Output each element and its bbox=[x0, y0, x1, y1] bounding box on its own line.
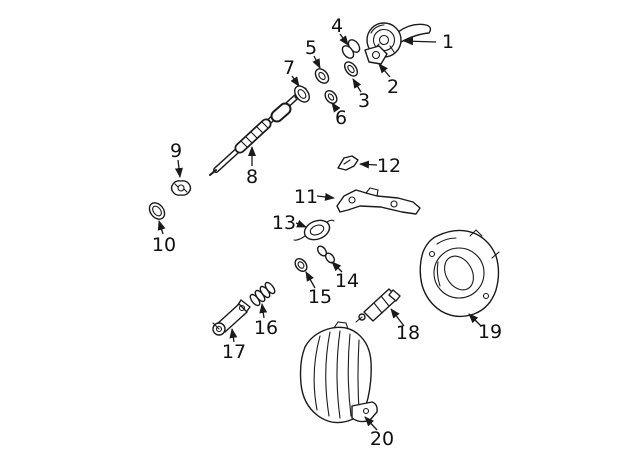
leader-15 bbox=[305, 271, 316, 289]
part-6-ring-shape bbox=[324, 89, 338, 105]
part-9-grommet-shape bbox=[170, 180, 192, 196]
part-13-coil-shape bbox=[293, 219, 335, 241]
part-label-4: 4 bbox=[331, 15, 343, 37]
part-label-3: 3 bbox=[358, 90, 370, 112]
part-7-washer-shape bbox=[294, 85, 310, 103]
leader-3 bbox=[352, 78, 362, 93]
leader-9 bbox=[174, 159, 183, 178]
part-label-8: 8 bbox=[246, 166, 258, 188]
part-label-7: 7 bbox=[283, 57, 295, 79]
part-11-bracket-shape bbox=[336, 187, 421, 215]
leader-10 bbox=[157, 220, 166, 235]
leader-17 bbox=[229, 328, 238, 343]
part-15-ring-shape bbox=[294, 257, 308, 273]
part-label-20: 20 bbox=[370, 428, 394, 450]
part-20-shroud-shape bbox=[299, 321, 378, 424]
part-label-12: 12 bbox=[377, 155, 401, 177]
part-17-ujoint-shape bbox=[212, 299, 251, 336]
part-label-5: 5 bbox=[305, 37, 317, 59]
part-label-1: 1 bbox=[442, 31, 454, 53]
part-19-backing-plate-shape bbox=[419, 229, 500, 318]
part-label-17: 17 bbox=[222, 341, 246, 363]
part-3-bearing-shape bbox=[343, 61, 359, 77]
part-16-spring-shape bbox=[249, 281, 276, 307]
part-14-rings-shape bbox=[316, 245, 336, 264]
leader-12 bbox=[359, 160, 378, 169]
part-label-10: 10 bbox=[152, 234, 176, 256]
leader-5 bbox=[312, 55, 321, 69]
part-8-shaft-shape bbox=[209, 87, 307, 176]
part-18-switch-shape bbox=[355, 288, 401, 323]
leader-19 bbox=[468, 313, 482, 327]
leader-6 bbox=[331, 102, 341, 113]
part-10-ring-shape bbox=[148, 202, 166, 220]
part-4-bushing-shape bbox=[341, 39, 361, 59]
part-2-bracket-shape bbox=[364, 45, 388, 65]
leader-11 bbox=[316, 192, 335, 201]
leader-13 bbox=[295, 219, 307, 228]
leader-14 bbox=[331, 261, 343, 273]
part-label-15: 15 bbox=[308, 286, 332, 308]
part-label-16: 16 bbox=[254, 317, 278, 339]
part-label-13: 13 bbox=[272, 212, 296, 234]
leader-2 bbox=[378, 63, 391, 78]
part-12-clip-shape bbox=[337, 155, 359, 171]
leader-1 bbox=[403, 37, 437, 46]
part-label-14: 14 bbox=[335, 270, 359, 292]
leader-20 bbox=[364, 416, 378, 431]
leader-7 bbox=[290, 75, 300, 87]
part-label-19: 19 bbox=[478, 321, 502, 343]
part-label-6: 6 bbox=[335, 107, 347, 129]
leader-4 bbox=[339, 33, 349, 46]
part-label-2: 2 bbox=[387, 76, 399, 98]
part-label-11: 11 bbox=[294, 186, 318, 208]
part-label-9: 9 bbox=[170, 140, 182, 162]
leader-18 bbox=[390, 308, 405, 327]
part-label-18: 18 bbox=[396, 322, 420, 344]
leader-16 bbox=[259, 303, 268, 319]
part-5-ring-shape bbox=[314, 68, 330, 84]
